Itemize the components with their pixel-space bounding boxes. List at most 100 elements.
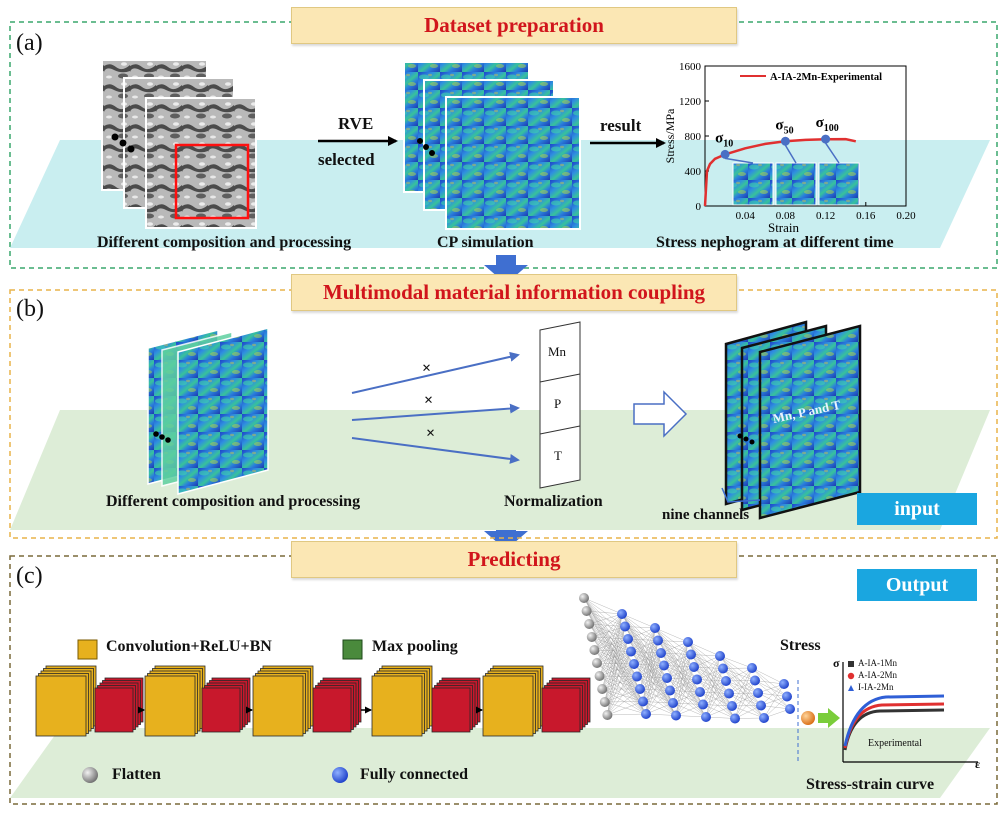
nn-edge [645, 640, 659, 715]
fc-node [632, 671, 642, 682]
nn-edge [751, 667, 785, 685]
panel-a-border [9, 21, 998, 269]
multiply-sign-1: × [422, 360, 432, 377]
nn-edge [728, 667, 753, 694]
nn-edge [607, 713, 647, 716]
nn-edge [607, 688, 641, 716]
result-label: result [600, 116, 642, 135]
input-cp-stack [147, 327, 269, 495]
multiply-sign-2: × [424, 392, 434, 409]
x-tick-label: 0.04 [736, 210, 756, 222]
flow-arrow-a-to-b [484, 255, 528, 284]
fc-node [698, 699, 708, 710]
fc-node [753, 688, 763, 698]
nn-edge [594, 613, 623, 651]
nn-edge [621, 613, 656, 629]
left-caption: Different composition and processing [106, 493, 361, 510]
flatten-node [579, 593, 589, 603]
predicted-curves-chart [842, 661, 978, 763]
nn-edge [604, 613, 623, 703]
fc-node [695, 687, 705, 697]
micro-caption: Different composition and processing [97, 234, 352, 251]
nn-edge [699, 655, 721, 693]
nn-edge [731, 667, 753, 707]
nn-edge [596, 613, 623, 664]
nn-edge [607, 613, 623, 716]
param-p: P [554, 396, 562, 411]
nn-edge [589, 613, 623, 625]
curve-caption: Stress-strain curve [806, 776, 935, 793]
annotation-label: σ50 [775, 117, 793, 136]
x-tick-label: 0.16 [856, 210, 876, 222]
conv-block-layer [252, 675, 304, 737]
fc-node [662, 673, 672, 683]
pool-legend-label: Max pooling [372, 638, 458, 655]
annotation-line [784, 144, 797, 164]
output-arrow [818, 708, 840, 728]
curve-legend-2: A-IA-2Mn [858, 670, 897, 680]
nn-edge [669, 641, 689, 691]
conv-block-layer [35, 675, 87, 737]
flatten-node [581, 606, 592, 616]
curve-legend-marker-1 [848, 661, 854, 667]
nephogram-caption: Stress nephogram at different time [656, 234, 894, 251]
cp-caption: CP simulation [437, 234, 534, 251]
nn-edge [675, 666, 695, 716]
fc-node [701, 712, 711, 722]
flatten-node [597, 684, 608, 694]
curve-legend-3: I-IA-2Mn [858, 682, 894, 692]
fc-node [715, 651, 725, 661]
nn-edge [583, 597, 623, 615]
nn-edge [607, 663, 635, 716]
nn-edge [602, 613, 623, 690]
nn-edge [599, 613, 623, 677]
nn-edge [702, 655, 721, 705]
annotation-label: σ100 [816, 115, 839, 134]
fc-node [718, 663, 728, 674]
fc-node [620, 621, 630, 632]
flatten-node [586, 632, 597, 642]
panel-b-letter: (b) [16, 296, 44, 322]
fc-node [785, 704, 795, 714]
curve-legend-marker-3 [848, 685, 854, 691]
nn-edge [586, 610, 647, 715]
nn-edge [705, 655, 721, 718]
nn-edge [672, 641, 689, 704]
pool-legend-swatch [342, 639, 363, 660]
conv-block-layer [371, 675, 423, 737]
nn-edge [607, 626, 626, 716]
pool-block-layer [94, 687, 134, 733]
fc-node [659, 660, 669, 671]
panel-b-border [9, 289, 998, 539]
nn-edge [763, 683, 785, 719]
legend-label: A-IA-2Mn-Experimental [770, 72, 882, 83]
fc-node [665, 685, 675, 696]
nn-edge [734, 692, 759, 719]
fc-node [635, 684, 645, 694]
nn-edge [760, 683, 785, 706]
flatten-node [602, 710, 613, 720]
nn-edge [705, 680, 727, 718]
nn-edge [607, 676, 638, 716]
panel-c-border [9, 555, 998, 805]
annotation-line [824, 142, 840, 164]
nn-edge [663, 641, 689, 666]
fc-node [626, 646, 636, 657]
nn-edge [591, 613, 623, 638]
nn-edge [675, 641, 689, 716]
nine-channels-caption: nine channels [662, 507, 750, 523]
fc-node [623, 634, 633, 644]
conv-block-layer [144, 675, 196, 737]
nn-edge [675, 654, 692, 716]
sigma-label: σ [833, 656, 840, 670]
y-tick-label: 0 [696, 201, 702, 213]
param-boxes [539, 321, 581, 489]
nn-edge [645, 665, 665, 715]
fc-node [782, 691, 792, 702]
nn-edge [734, 667, 753, 719]
nn-edge [607, 651, 632, 716]
nn-edge [705, 668, 724, 718]
fc-node [653, 635, 663, 646]
